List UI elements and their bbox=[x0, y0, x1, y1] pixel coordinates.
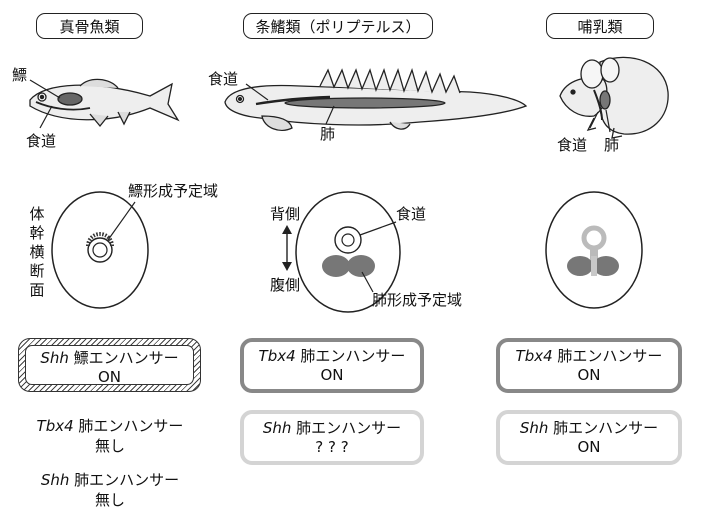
polypterus-lung-label: 肺 bbox=[320, 125, 336, 143]
status-text: ON bbox=[97, 368, 122, 386]
title-teleost: 真骨魚類 bbox=[36, 13, 143, 39]
gene-name: Tbx4 bbox=[258, 347, 296, 365]
title-polypterus-text: 条鰭類（ポリプテルス） bbox=[255, 18, 421, 36]
lung-field-label: 肺形成予定域 bbox=[372, 291, 463, 309]
polypterus-shh-lung-box: Shh 肺エンハンサー ? ? ? bbox=[240, 410, 424, 465]
status-text: 無し bbox=[94, 491, 125, 509]
gene-name: Shh bbox=[519, 419, 549, 437]
mammal-lung-label: 肺 bbox=[604, 136, 620, 154]
cross-section-esophagus-label: 食道 bbox=[396, 205, 427, 223]
teleost-esophagus-label: 食道 bbox=[26, 132, 57, 150]
dorsal-label: 背側 bbox=[270, 205, 301, 223]
status-text: ON bbox=[320, 366, 344, 384]
title-teleost-text: 真骨魚類 bbox=[59, 18, 120, 36]
mammal-cross-section bbox=[545, 191, 643, 309]
mouse-illustration bbox=[559, 56, 669, 139]
teleost-tbx4-lung-text: Tbx4 肺エンハンサー 無し bbox=[20, 416, 200, 456]
teleost-fish-illustration bbox=[29, 78, 180, 128]
swim-bladder-field-label: 鰾形成予定域 bbox=[128, 182, 219, 200]
mammal-tbx4-lung-box: Tbx4 肺エンハンサー ON bbox=[496, 338, 682, 393]
gene-name: Shh bbox=[262, 419, 292, 437]
status-text: ON bbox=[577, 366, 601, 384]
mammal-shh-lung-box: Shh 肺エンハンサー ON bbox=[496, 410, 682, 465]
cross-section-diagrams bbox=[51, 191, 643, 313]
polypterus-tbx4-lung-box: Tbx4 肺エンハンサー ON bbox=[240, 338, 424, 393]
polypterus-cross-section bbox=[295, 191, 401, 313]
mammal-esophagus-label: 食道 bbox=[557, 136, 588, 154]
trunk-cross-section-label: 体 幹 横 断 面 bbox=[29, 205, 45, 299]
gene-name: Tbx4 bbox=[515, 347, 553, 365]
teleost-swim-bladder-label: 鰾 bbox=[12, 66, 28, 84]
animal-illustrations bbox=[29, 56, 669, 139]
gene-name: Shh bbox=[40, 349, 69, 367]
status-text: ON bbox=[577, 438, 601, 456]
title-polypterus: 条鰭類（ポリプテルス） bbox=[243, 13, 433, 39]
polypterus-illustration bbox=[224, 67, 528, 131]
status-text: ? ? ? bbox=[315, 438, 349, 456]
status-text: 無し bbox=[94, 437, 125, 455]
ventral-label: 腹側 bbox=[270, 276, 301, 294]
teleost-shh-lung-text: Shh 肺エンハンサー 無し bbox=[20, 470, 200, 510]
teleost-shh-swim-bladder-box: Shh 鰾エンハンサー ON bbox=[18, 338, 201, 392]
title-mammal-text: 哺乳類 bbox=[577, 18, 623, 36]
polypterus-esophagus-label: 食道 bbox=[208, 70, 239, 88]
teleost-cross-section bbox=[51, 191, 149, 309]
title-mammal: 哺乳類 bbox=[546, 13, 654, 39]
